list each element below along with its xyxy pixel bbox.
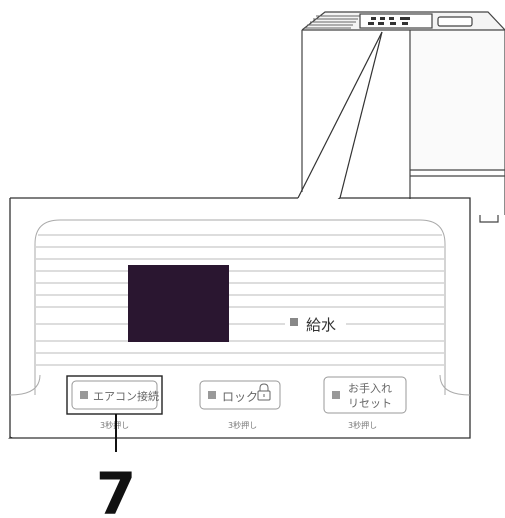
lock-indicator: [208, 391, 216, 399]
maintenance-reset-label-line2: リセット: [348, 397, 392, 410]
maintenance-reset-hold-hint: 3秒押し: [348, 420, 377, 430]
lock-button-group: ロック 3秒押し: [199, 380, 281, 430]
callout-number: 7: [96, 460, 136, 518]
aircon-connect-button[interactable]: エアコン接続: [71, 380, 159, 410]
display-screen: [128, 265, 229, 342]
aircon-connect-indicator: [80, 391, 88, 399]
grille-lines: [36, 234, 444, 366]
water-label: 給水: [306, 316, 336, 334]
lock-button[interactable]: ロック: [199, 380, 281, 410]
water-indicator-light: [290, 318, 298, 326]
maintenance-reset-button-group: お手入れ リセット 3秒押し: [323, 376, 407, 430]
callout-lines: [297, 31, 383, 199]
panel-inner-outline: [34, 219, 446, 395]
lock-hold-hint: 3秒押し: [228, 420, 257, 430]
aircon-connect-label: エアコン接続: [93, 389, 159, 403]
maintenance-reset-button[interactable]: お手入れ リセット: [323, 376, 407, 414]
aircon-connect-hold-hint: 3秒押し: [100, 420, 129, 430]
aircon-connect-button-group: エアコン接続 3秒押し: [66, 375, 163, 430]
maintenance-reset-indicator: [332, 391, 340, 399]
maintenance-reset-label-line1: お手入れ: [348, 381, 392, 395]
padlock-icon: [257, 383, 271, 401]
humidifier-device: [301, 11, 505, 223]
lock-label: ロック: [222, 390, 258, 404]
